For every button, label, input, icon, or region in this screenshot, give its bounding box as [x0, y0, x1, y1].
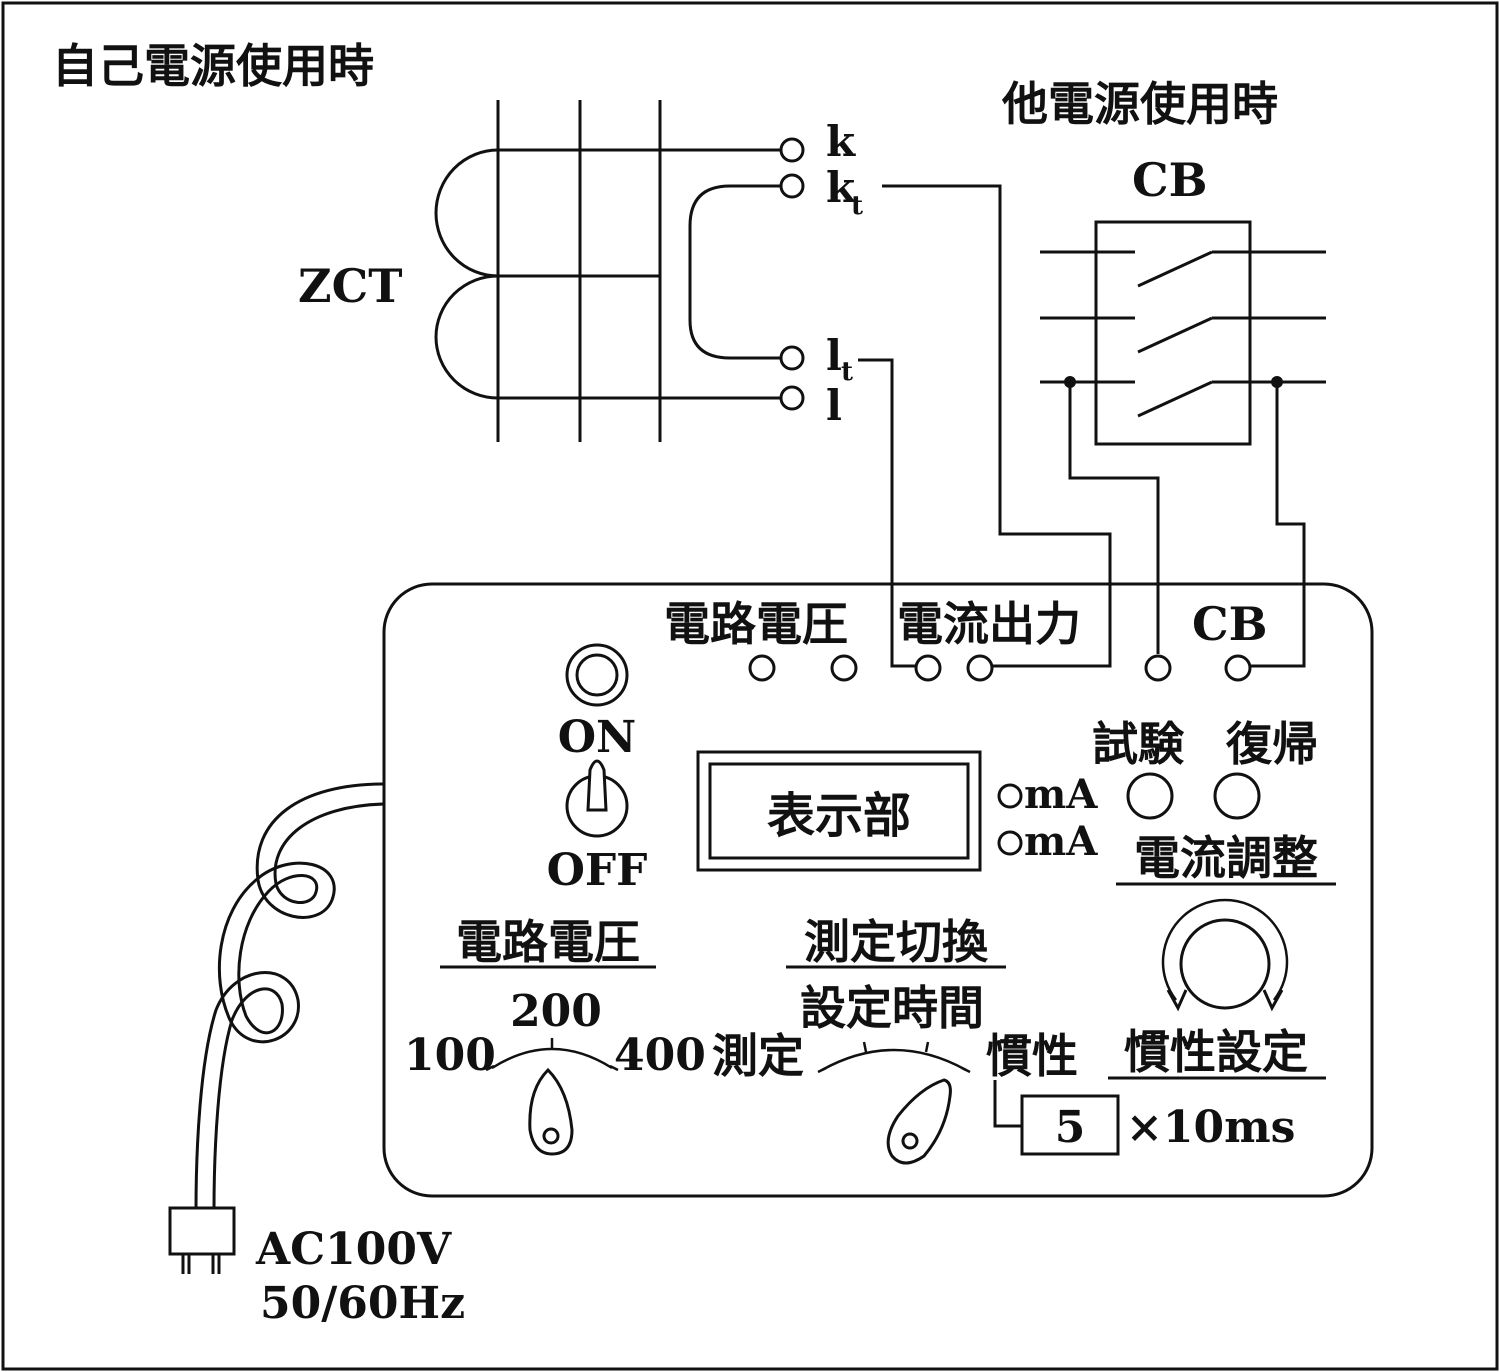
zct-coil-upper: [434, 148, 499, 278]
voltage-scale-min: 100: [404, 1030, 496, 1081]
inertia-value-box[interactable]: [1020, 1094, 1120, 1156]
current-output-terminal-2[interactable]: [966, 654, 994, 682]
voltage-scale-arc: [485, 1038, 619, 1072]
circuit-voltage-terminal-label: 電路電圧: [664, 597, 848, 651]
display-frame: [696, 750, 982, 872]
reset-button[interactable]: [1213, 772, 1261, 820]
mode-scale-arc: [817, 1041, 971, 1074]
inertia-value: 5: [1055, 1102, 1086, 1153]
test-button[interactable]: [1126, 772, 1174, 820]
ma-indicator-2-label: mA: [1024, 818, 1098, 865]
reset-button-label: 復帰: [1225, 717, 1318, 771]
terminal-kt: [779, 173, 805, 199]
terminal-l-label: l: [826, 381, 842, 430]
current-output-terminal-1[interactable]: [914, 654, 942, 682]
other-power-title: 他電源使用時: [1001, 77, 1278, 131]
inertia-unit: ×10ms: [1126, 1102, 1295, 1153]
mode-selector-knob[interactable]: [886, 1078, 952, 1165]
terminal-kt-label: k: [826, 163, 856, 212]
tester-panel: [382, 582, 1374, 1198]
terminal-k-label: k: [826, 117, 856, 166]
voltage-terminal-1[interactable]: [748, 654, 776, 682]
voltage-scale-max: 400: [614, 1030, 706, 1081]
terminal-lt-label: l: [826, 331, 842, 380]
terminal-l: [779, 385, 805, 411]
mode-measure-label: 測定: [712, 1029, 804, 1083]
cb-terminal-1[interactable]: [1144, 654, 1172, 682]
power-off-label: OFF: [547, 845, 648, 896]
terminal-k: [779, 137, 805, 163]
current-adjust-label: 電流調整: [1134, 831, 1318, 885]
test-button-label: 試験: [1092, 717, 1185, 771]
current-adjust-knob[interactable]: [1161, 898, 1289, 1012]
zct-assembly: [434, 100, 805, 442]
zct-coil-lower: [434, 274, 499, 400]
cb-label: CB: [1132, 153, 1208, 207]
plug-frequency-label: 50/60Hz: [260, 1278, 465, 1329]
terminal-lt: [779, 345, 805, 371]
power-on-label: ON: [558, 712, 637, 763]
terminal-lt-subscript: t: [841, 357, 853, 387]
voltage-selector-title: 電路電圧: [456, 915, 640, 969]
ma-indicator-1-label: mA: [1024, 771, 1098, 818]
current-output-terminal-label: 電流出力: [897, 597, 1081, 651]
ma-indicator-2-lamp: [997, 830, 1023, 856]
circuit-breaker: [1040, 220, 1326, 446]
voltage-selector-knob[interactable]: [528, 1067, 574, 1156]
power-cord: [194, 782, 385, 1211]
plug-voltage-label: AC100V: [255, 1224, 452, 1275]
voltage-scale-mid: 200: [510, 986, 602, 1037]
test-wiring: [858, 184, 1306, 668]
self-power-title: 自己電源使用時: [52, 39, 374, 93]
power-plug: [168, 1206, 236, 1274]
voltage-terminal-2[interactable]: [830, 654, 858, 682]
cb-terminal-2[interactable]: [1224, 654, 1252, 682]
mode-inertia-label: 慣性: [986, 1029, 1078, 1083]
inertia-setting-title: 慣性設定: [1124, 1025, 1308, 1079]
display-label: 表示部: [767, 788, 911, 844]
cb-terminal-label: CB: [1192, 597, 1268, 651]
setting-time-title: 設定時間: [800, 981, 984, 1035]
terminal-kt-subscript: t: [851, 191, 863, 221]
ma-indicator-1-lamp: [997, 783, 1023, 809]
zct-label: ZCT: [298, 259, 402, 313]
power-toggle-switch[interactable]: [565, 759, 629, 838]
mode-selector-title: 測定切換: [804, 915, 989, 969]
